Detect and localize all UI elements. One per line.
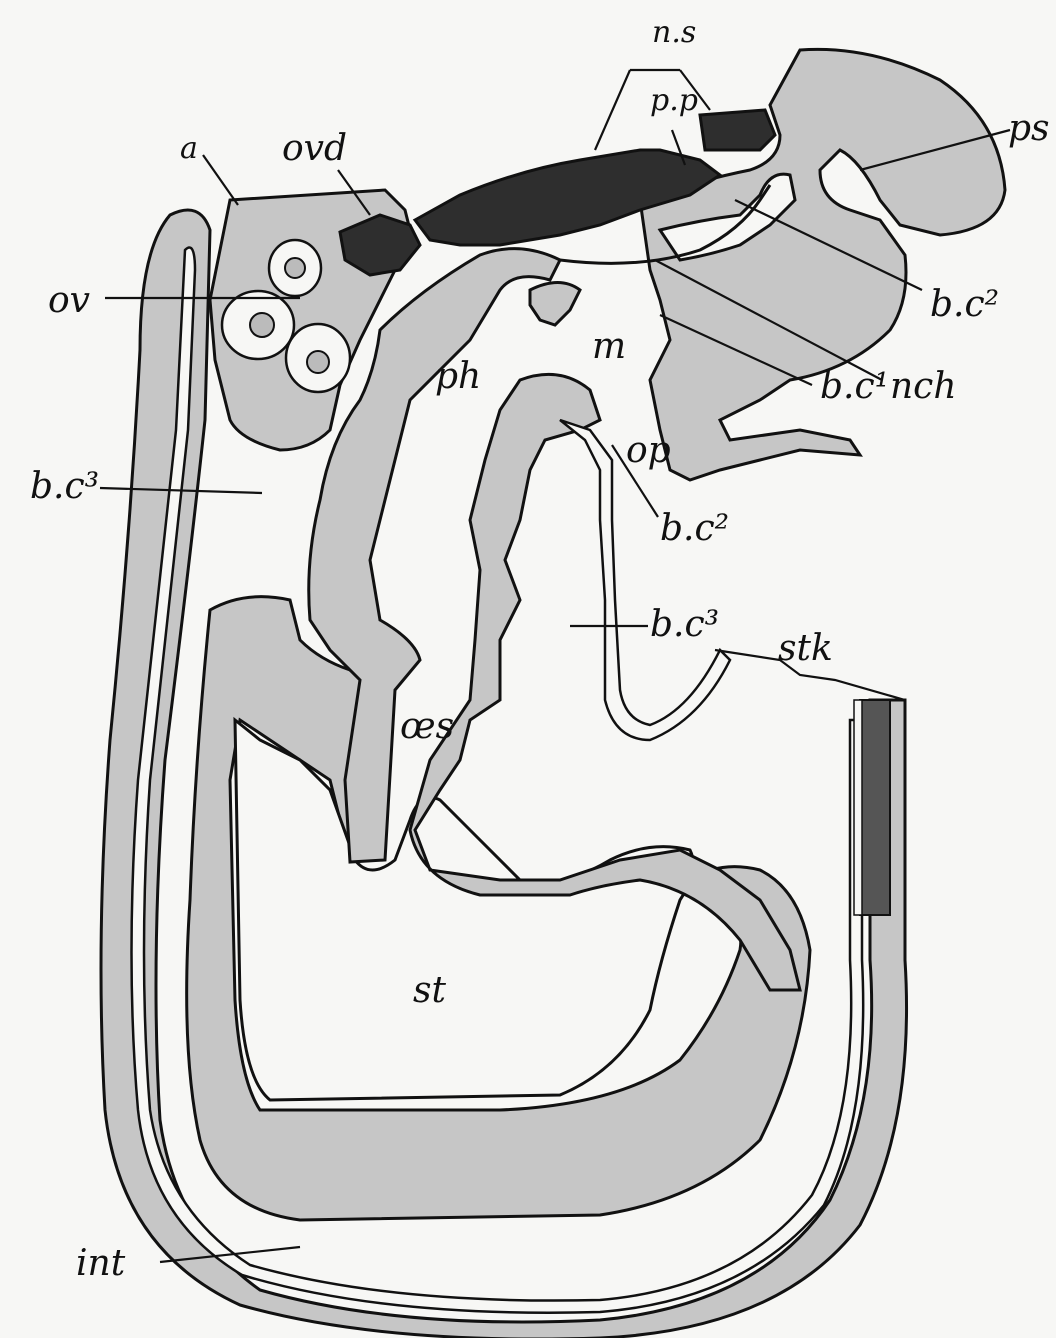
label-op: op bbox=[626, 430, 671, 471]
stalk-edge bbox=[853, 699, 863, 916]
stomach-right-wall bbox=[408, 372, 802, 992]
label-b-c1: b.c¹ bbox=[820, 366, 889, 407]
label-b-c3-center: b.c³ bbox=[650, 604, 719, 645]
label-b-c2-upper: b.c² bbox=[930, 284, 999, 325]
label-ph: ph bbox=[435, 356, 481, 397]
label-ovd: ovd bbox=[282, 128, 347, 169]
label-p-p: p.p bbox=[650, 83, 698, 118]
label-st: st bbox=[413, 970, 446, 1011]
pharynx-wall bbox=[307, 247, 563, 864]
label-ps: ps bbox=[1008, 108, 1050, 149]
head-flap bbox=[528, 281, 582, 327]
label-int: int bbox=[76, 1243, 126, 1284]
branchial-channel-center bbox=[559, 418, 732, 742]
oviduct bbox=[338, 213, 422, 277]
egg-nucleus bbox=[249, 312, 275, 338]
label-nch: nch bbox=[890, 366, 957, 407]
label-ov: ov bbox=[48, 280, 90, 321]
label-b-c3-left: b.c³ bbox=[30, 466, 99, 507]
nerve-string bbox=[412, 148, 723, 247]
label-b-c2-lower: b.c² bbox=[660, 508, 729, 549]
head-lobe-right bbox=[638, 47, 1007, 482]
stomach-cavity bbox=[233, 716, 695, 1102]
leader-lines bbox=[99, 68, 1011, 1264]
label-n-s: n.s bbox=[652, 15, 696, 50]
egg-group bbox=[220, 238, 352, 394]
nerve-string-head bbox=[698, 108, 777, 152]
egg-nucleus bbox=[306, 350, 330, 374]
notochord bbox=[559, 184, 772, 265]
stalk bbox=[859, 699, 891, 916]
label-stk: stk bbox=[778, 628, 833, 669]
intestine-lumen bbox=[130, 246, 865, 1314]
egg-nucleus bbox=[284, 257, 306, 279]
label-a: a bbox=[180, 131, 198, 166]
label-oes: œs bbox=[400, 706, 454, 747]
label-m: m bbox=[592, 326, 626, 367]
